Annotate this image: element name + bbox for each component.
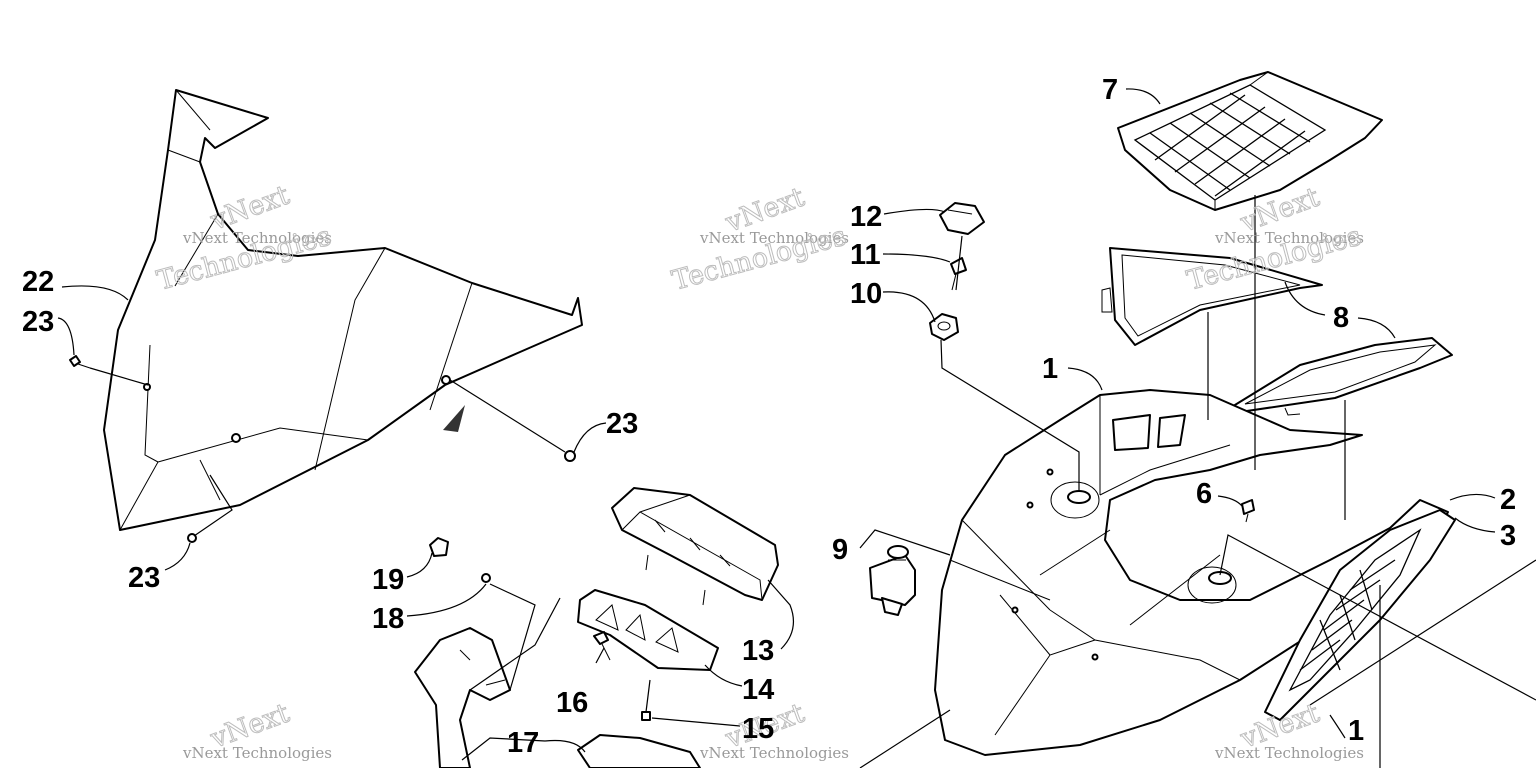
watermark-company-3: vNext Technologies bbox=[1214, 229, 1364, 247]
bolt-16-part bbox=[593, 631, 611, 661]
callout-18: 18 bbox=[372, 603, 404, 635]
callout-2: 2 bbox=[1500, 484, 1516, 516]
watermark-company-2: vNext Technologies bbox=[699, 229, 849, 247]
callout-12: 12 bbox=[850, 201, 882, 233]
callout-3: 3 bbox=[1500, 520, 1516, 552]
callout-9: 9 bbox=[832, 534, 848, 566]
callout-10: 10 bbox=[850, 278, 882, 310]
callout-15: 15 bbox=[742, 713, 774, 745]
panel-8-lower bbox=[1229, 337, 1453, 416]
callout-17: 17 bbox=[507, 727, 539, 759]
callout-6: 6 bbox=[1196, 478, 1212, 510]
callout-1: 1 bbox=[1348, 715, 1364, 747]
watermark-company-4: vNext Technologies bbox=[182, 744, 332, 762]
watermark-company-5: vNext Technologies bbox=[699, 744, 849, 762]
ignition-cap-part bbox=[939, 202, 985, 235]
callout-23: 23 bbox=[22, 306, 54, 338]
mount-17-part bbox=[414, 627, 701, 768]
ignition-nut-part bbox=[929, 313, 959, 341]
callout-22: 22 bbox=[22, 266, 54, 298]
switch-9-part bbox=[869, 545, 916, 616]
watermark-company-1: vNext Technologies bbox=[182, 229, 332, 247]
callout-19: 19 bbox=[372, 564, 404, 596]
panel-8-upper bbox=[1101, 247, 1323, 346]
fairing-part bbox=[934, 389, 1449, 756]
leader-lines bbox=[57, 88, 1536, 768]
side-vent-part bbox=[1264, 509, 1456, 721]
callout-11: 11 bbox=[850, 239, 881, 271]
callout-16: 16 bbox=[556, 687, 588, 719]
grommet-19-part bbox=[429, 537, 449, 557]
screw-6-part bbox=[1241, 499, 1255, 523]
storage-tray-part bbox=[1117, 71, 1383, 211]
callout-14: 14 bbox=[742, 674, 774, 706]
screw-23-left bbox=[69, 355, 91, 369]
callout-8: 8 bbox=[1333, 302, 1349, 334]
watermark-company-6: vNext Technologies bbox=[1214, 744, 1364, 762]
callout-23: 23 bbox=[128, 562, 160, 594]
washer-18-part bbox=[481, 573, 491, 583]
windshield-part bbox=[103, 89, 583, 531]
callout-7: 7 bbox=[1102, 74, 1118, 106]
callout-1: 1 bbox=[1042, 353, 1058, 385]
callout-labels: 22 23 23 23 12 11 10 7 8 1 6 2 3 9 19 18… bbox=[22, 74, 1516, 759]
callout-23: 23 bbox=[606, 408, 638, 440]
callout-13: 13 bbox=[742, 635, 774, 667]
screw-23-right bbox=[564, 450, 576, 462]
pin-15-part bbox=[641, 711, 651, 721]
gauge-13-part bbox=[611, 487, 779, 606]
